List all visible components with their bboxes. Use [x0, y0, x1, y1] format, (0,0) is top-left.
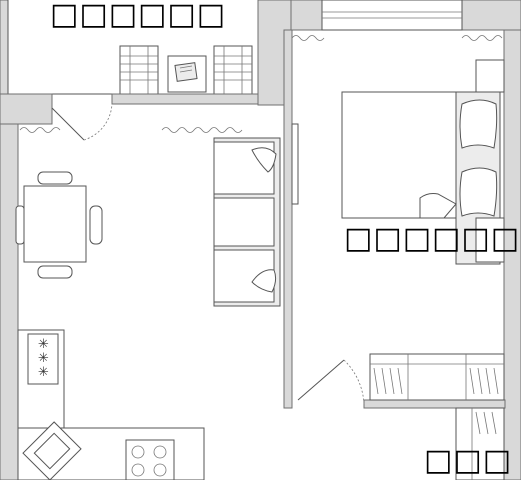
sofa-cushion-top: [251, 147, 277, 173]
dining-chair-left: [15, 205, 25, 245]
hob-ring-icon: [153, 445, 167, 459]
closet: □□□: [424, 407, 512, 480]
pillow-top: [459, 99, 498, 149]
hob-ring-icon: [131, 445, 145, 459]
bedroom: □□□□□□□: [297, 59, 521, 405]
cooktop: [125, 439, 175, 480]
balcony-chair-right: [213, 45, 253, 95]
dining-chair-right: [89, 205, 103, 245]
oven: [27, 333, 59, 385]
wardrobe-shelf: [369, 353, 505, 401]
balcony-outer-wall: [0, 0, 9, 95]
left-exterior-wall: [0, 93, 19, 480]
curtains: [19, 35, 503, 133]
bedroom-bottom-wall: [363, 399, 506, 409]
dining-set: [15, 171, 103, 279]
balcony-table: [167, 55, 207, 93]
sofa: [213, 137, 281, 307]
bedroom-door: [297, 359, 365, 405]
blanket-fold: [419, 193, 457, 219]
bedroom-window: [321, 0, 463, 31]
balcony-partition-left: [0, 93, 53, 125]
balcony-curtain-right: [161, 127, 243, 133]
balcony-partition-right: [111, 93, 259, 105]
burner-icon: ✳: [38, 351, 49, 366]
magazine-icon: [174, 62, 198, 82]
tv-unit: [291, 123, 299, 205]
wardrobe-label: □□□: [424, 443, 512, 478]
dining-table: [23, 185, 87, 263]
dining-chair-bottom: [37, 265, 73, 279]
bedroom-divider-wall: [283, 29, 293, 409]
balcony-curtain-left: [19, 127, 61, 133]
balcony-door: [51, 99, 113, 141]
pillow-bottom: [459, 167, 498, 217]
bedroom-curtain-right: [461, 35, 503, 41]
nightstand: [475, 59, 505, 93]
kitchen: ✳ ✳ ✳: [17, 329, 205, 480]
hob-ring-icon: [153, 463, 167, 477]
sofa-cushion-bottom: [251, 269, 277, 293]
sink-icon: [22, 421, 82, 480]
nightstand-bottom: [475, 217, 505, 263]
burner-icon: ✳: [38, 365, 49, 380]
bedroom-label: □□□□□□□: [344, 221, 521, 256]
bedroom-curtain-left: [291, 35, 325, 41]
burner-icon: ✳: [38, 337, 49, 352]
dining-chair-top: [37, 171, 73, 185]
balcony-chair-left: [119, 45, 159, 95]
balcony: □□□□□□: [0, 0, 292, 106]
balcony-label: □□□□□□: [50, 0, 226, 32]
hob-ring-icon: [131, 463, 145, 477]
